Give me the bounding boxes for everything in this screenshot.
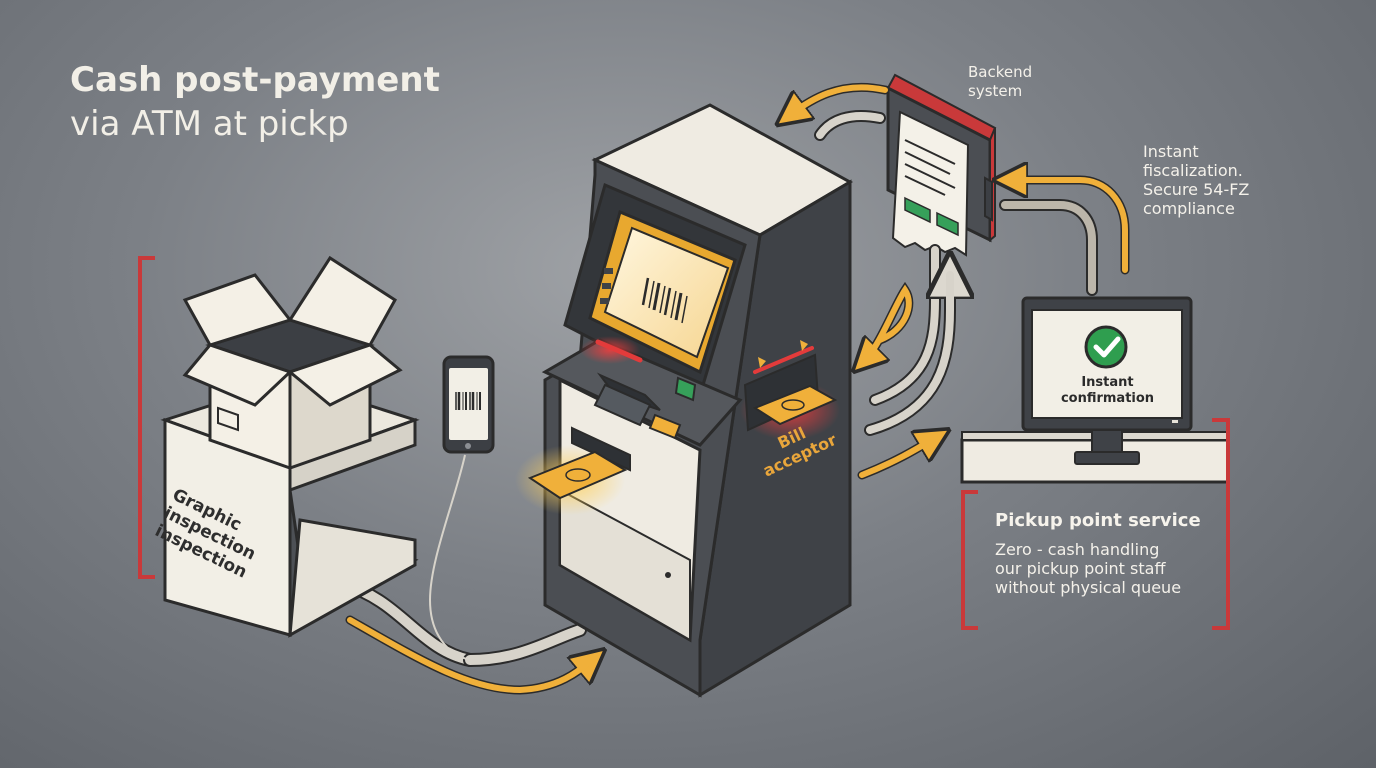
cash-slot-front: [515, 426, 631, 515]
instant-confirmation-label: Instant confirmation: [1060, 375, 1155, 406]
backend-label: Backend system: [968, 63, 1033, 100]
fiscalization-label: Instant fiscalization. Secure 54-FZ comp…: [1143, 142, 1250, 218]
phone-barcode-icon: [455, 392, 481, 410]
bill-acceptor-slot: [740, 340, 840, 440]
screen-barcode-icon: [641, 277, 688, 324]
phone-icon: [428, 355, 495, 661]
atm-keypad-icon: [593, 372, 697, 440]
receipt-icon: [891, 110, 970, 257]
left-bracket: [138, 256, 155, 579]
banknote-icon: [527, 450, 628, 500]
page-title-line2: via ATM at pickp: [70, 104, 349, 144]
service-description: Zero - cash handling our pickup point st…: [995, 540, 1182, 597]
flow-arrow-backend-to-atm: [790, 82, 890, 141]
atm-screen: [588, 209, 737, 375]
flow-arrow-atm-to-backend: [862, 244, 950, 480]
card-slot-glow: [580, 336, 643, 364]
service-title: Pickup point service: [995, 510, 1201, 531]
monitor-icon: [1021, 296, 1193, 465]
check-icon: [1084, 325, 1128, 369]
flow-arrow-monitor-to-backend: [1005, 180, 1130, 296]
open-box-icon: [182, 255, 403, 471]
banknote-icon: [752, 384, 838, 426]
right-bracket: [961, 418, 1230, 630]
page-title-line1: Cash post-payment: [70, 60, 440, 100]
